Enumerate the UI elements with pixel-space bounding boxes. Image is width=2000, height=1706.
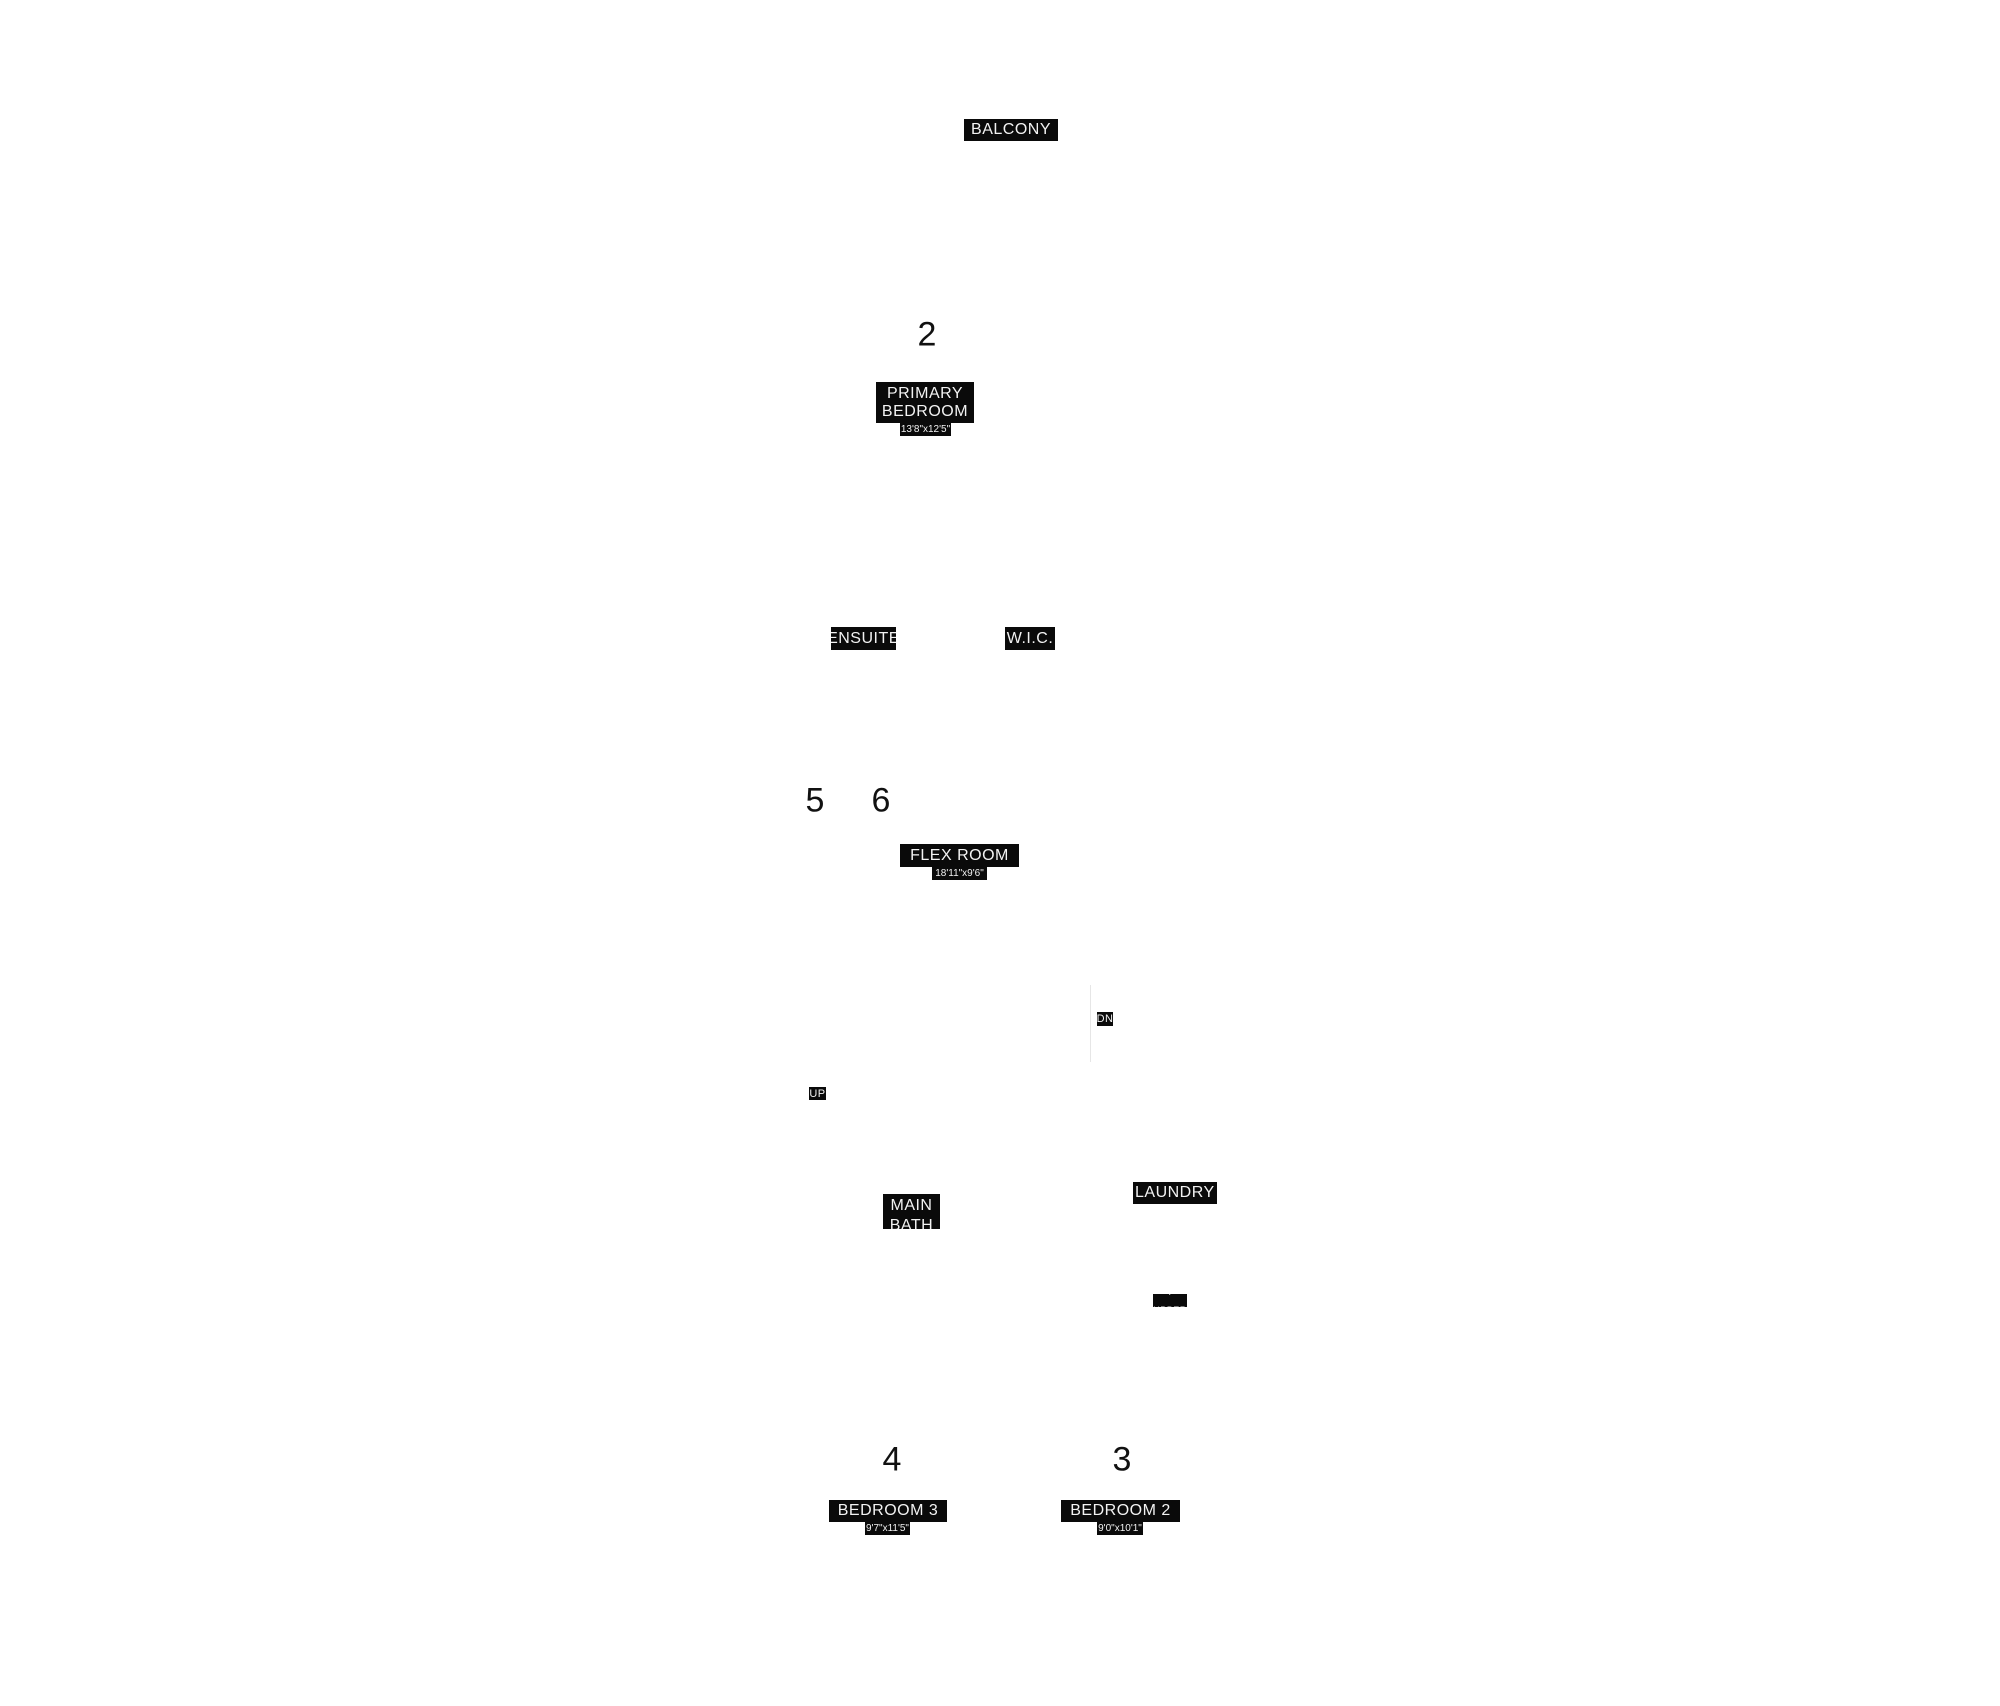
room-label-wic: W.I.C. <box>1005 627 1055 650</box>
stair-divider-line <box>1090 985 1091 1062</box>
room-size-flex-room: 18'11"x9'6" <box>932 867 987 880</box>
room-label-ensuite: ENSUITE <box>831 627 896 650</box>
marker-3: 3 <box>1112 1440 1132 1479</box>
stair-label-down: DN <box>1097 1012 1113 1026</box>
room-size-bedroom-3: 9'7"x11'5" <box>865 1522 910 1535</box>
marker-2: 2 <box>917 315 937 354</box>
room-label-upper: . UPPER <box>1153 1294 1187 1307</box>
marker-6: 6 <box>871 781 891 820</box>
room-label-bedroom-2: BEDROOM 2 <box>1061 1500 1180 1522</box>
room-label-bedroom-3: BEDROOM 3 <box>829 1500 947 1522</box>
room-label-primary-bedroom: PRIMARY BEDROOM <box>876 382 974 423</box>
room-size-primary-bedroom: 13'8"x12'5" <box>900 423 951 436</box>
room-label-main-bath: MAIN BATH <box>883 1194 940 1229</box>
room-label-balcony: BALCONY <box>964 119 1058 141</box>
room-size-bedroom-2: 9'0"x10'1" <box>1097 1522 1143 1535</box>
stair-label-up: UP <box>809 1087 826 1100</box>
marker-5: 5 <box>805 781 825 820</box>
room-label-flex-room: FLEX ROOM <box>900 844 1019 867</box>
room-label-laundry: LAUNDRY <box>1133 1182 1217 1204</box>
marker-4: 4 <box>882 1440 902 1479</box>
